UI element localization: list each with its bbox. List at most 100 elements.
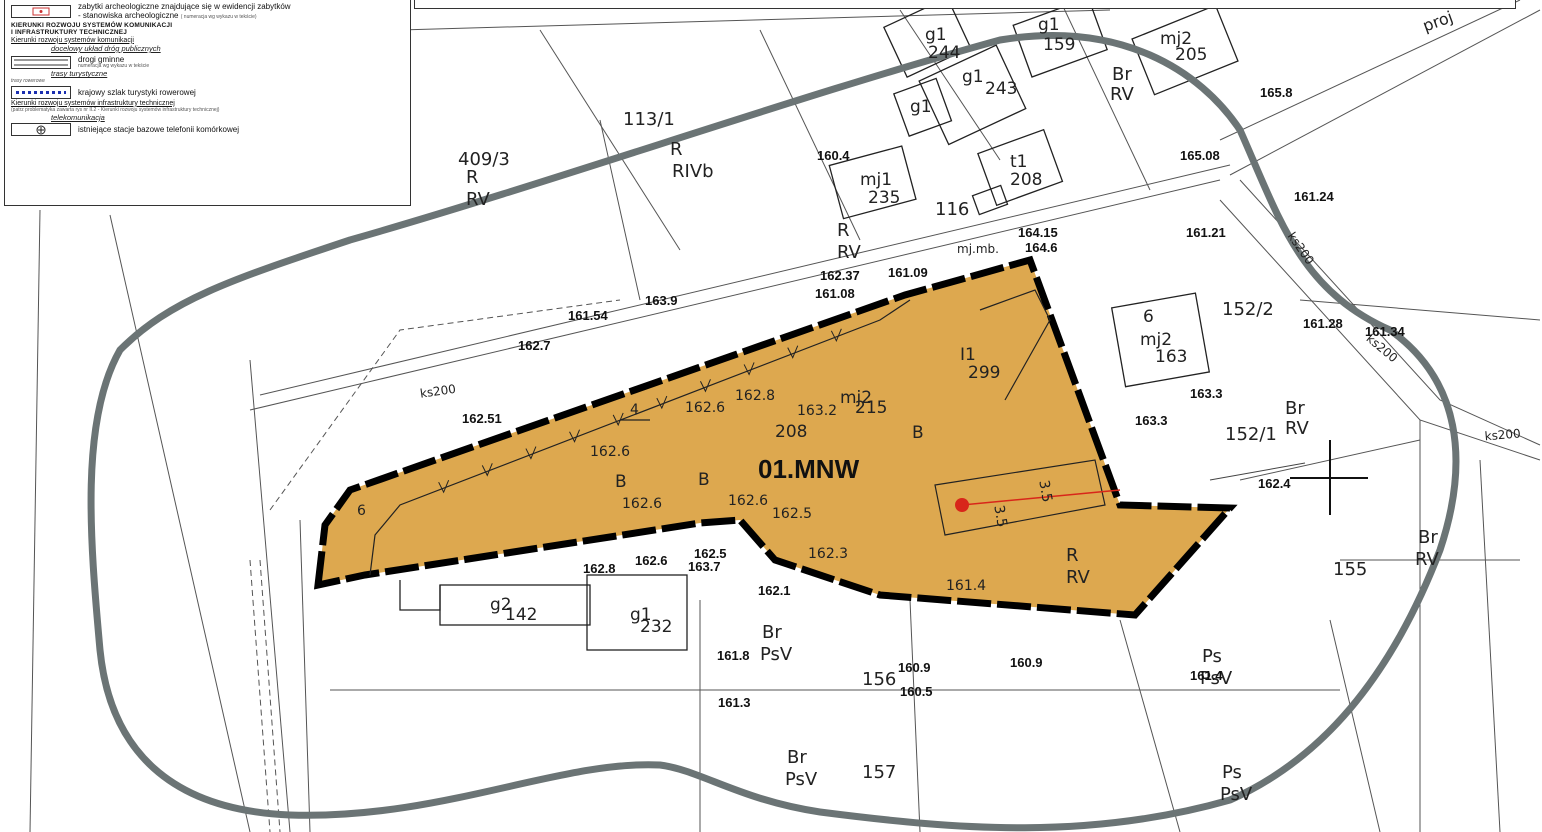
section-head-1: KIERUNKI ROZWOJU SYSTEMÓW KOMUNIKACJI: [11, 21, 173, 29]
zone-tick: [569, 429, 581, 443]
road-code: ks200: [419, 382, 457, 401]
land-class: Br: [1418, 527, 1438, 548]
land-class: RIVb: [672, 161, 714, 182]
building-code: B: [615, 472, 627, 492]
land-class: R: [670, 139, 683, 160]
parcel-number: 208: [1010, 170, 1042, 190]
base-station-symbol: [11, 123, 71, 137]
roads-note: numeracja wg wykazu w tekście: [78, 62, 150, 69]
land-class: Br: [1285, 398, 1305, 419]
land-class: PsV: [785, 769, 818, 790]
parcel-number: 299: [968, 363, 1000, 383]
parcel-number: 142: [505, 605, 537, 625]
building-code: B: [912, 423, 924, 443]
building-code: mj2: [1160, 29, 1192, 49]
spot-height: 162.8: [735, 388, 775, 404]
building-labels: g1 244 g1 159 g1 243 g1 mj2 205 mj1 235 …: [490, 15, 1207, 637]
spot-height: 164.15: [1018, 225, 1058, 240]
parcel-number: 243: [985, 79, 1017, 99]
parcel-numbers: 113/1 409/3 152/2 152/1 155 157 156 116: [458, 109, 1367, 783]
spot-height: 160.5: [900, 684, 933, 699]
spot-height: 162.4: [1258, 476, 1291, 491]
parcel-number: 208: [775, 422, 807, 442]
road-proj-label: proj: [1420, 7, 1455, 35]
parcel-number: 6: [1143, 307, 1154, 327]
land-class: PsV: [760, 644, 793, 665]
dimension-arrow: [1209, 462, 1306, 481]
land-class: Br: [787, 747, 807, 768]
dimension-value: 3.5: [990, 504, 1010, 529]
sub-infra: Kierunki rozwoju systemów infrastruktury…: [11, 99, 175, 107]
spot-height: 162.3: [808, 546, 848, 562]
zone-tick: [438, 479, 450, 494]
spot-height: 162.7: [518, 338, 551, 353]
zone-tick: [830, 328, 842, 343]
parcel-number: 152/2: [1222, 299, 1274, 320]
spot-height: 164.6: [1025, 240, 1058, 255]
building-code: mj.mb.: [957, 242, 999, 256]
land-class: RV: [1066, 567, 1091, 588]
cross-symbol: [1290, 440, 1368, 515]
parcel-number: 244: [928, 43, 960, 63]
spot-height: 162.8: [583, 561, 616, 576]
building-code: g2: [490, 595, 512, 615]
top-frame: [414, 0, 1516, 9]
dimension-value: 4: [630, 402, 639, 418]
parcel-number: 163: [1155, 347, 1187, 367]
spot-height: 165.8: [1260, 85, 1293, 100]
cadastral-lines: [29, 0, 1541, 832]
land-class: RV: [1285, 418, 1310, 439]
spot-height: 161.4: [1190, 668, 1223, 683]
land-class: R: [1066, 545, 1079, 566]
spot-height: 162.6: [635, 553, 668, 568]
zone-elevations: 162.3 162.5 162.6 162.6 162.6 162.8 163.…: [590, 388, 986, 594]
spot-height: 162.1: [758, 583, 791, 598]
sub-comm: Kierunki rozwoju systemów komunikacji: [11, 36, 134, 44]
section-head-2: I INFRASTRUKTURY TECHNICZNEJ: [11, 29, 128, 37]
zone-tick: [481, 463, 493, 477]
land-class: RV: [1110, 84, 1135, 105]
spot-height: 165.08: [1180, 148, 1220, 163]
bike-route-symbol: [11, 85, 71, 99]
sub-telecom: telekomunikacja: [51, 112, 105, 122]
legend-row-roads: drogi gminne numeracja wg wykazu w tekśc…: [11, 55, 404, 70]
building-code: g1: [962, 67, 984, 87]
parcel-number: 157: [862, 762, 896, 783]
zone-tick: [612, 412, 624, 427]
spot-height: 162.51: [462, 411, 502, 426]
building-code: B: [698, 470, 710, 490]
spot-height: 161.28: [1303, 316, 1343, 331]
spot-height: 162.6: [622, 496, 662, 512]
infra-note: (patrz problematyka zawarta rys nr II.2 …: [11, 106, 220, 113]
building-code: mj2: [1140, 330, 1172, 350]
building-code: I1: [960, 345, 976, 365]
parcel-number: 232: [640, 617, 672, 637]
spot-height: 163.3: [1190, 386, 1223, 401]
map-legend: zabytki archeologiczne znajdujące się w …: [4, 0, 411, 206]
land-classes: R RIVb R RV R RV Br RV Br RV Br RV Br Ps…: [466, 64, 1440, 805]
parcel-number: 152/1: [1225, 424, 1277, 445]
spot-height: 163.7: [688, 559, 721, 574]
spot-height: 161.24: [1294, 189, 1335, 204]
land-class: R: [837, 220, 850, 241]
spot-height: 161.34: [1365, 324, 1406, 339]
zone-tick: [525, 446, 537, 460]
spot-height: 162.6: [728, 493, 768, 509]
elevations: 160.4 161.54 162.7 163.9 161.08 161.09 1…: [462, 85, 1406, 710]
spot-height: 163.3: [1135, 413, 1168, 428]
spot-height: 163.2: [797, 403, 837, 419]
bike-small-label: trasy rowerowe: [11, 78, 45, 85]
zone-tick: [787, 345, 799, 359]
parcel-number: 235: [868, 188, 900, 208]
dimension-labels: 6 4 3.5 3.5: [357, 402, 1055, 529]
land-class: Ps: [1202, 646, 1222, 667]
spot-height: 161.21: [1186, 225, 1226, 240]
spot-height: 162.5: [694, 546, 727, 561]
archeo-site-symbol: [11, 4, 71, 18]
land-class: R: [466, 167, 479, 188]
telecom-label: istniejące stacje bazowe telefonii komór…: [78, 125, 239, 135]
sub-tourist: trasy turystyczne: [51, 69, 108, 79]
spot-height: 162.6: [685, 400, 725, 416]
archeo-label-2: - stanowiska archeologiczne: [78, 11, 179, 21]
land-class: Ps: [1222, 762, 1242, 783]
